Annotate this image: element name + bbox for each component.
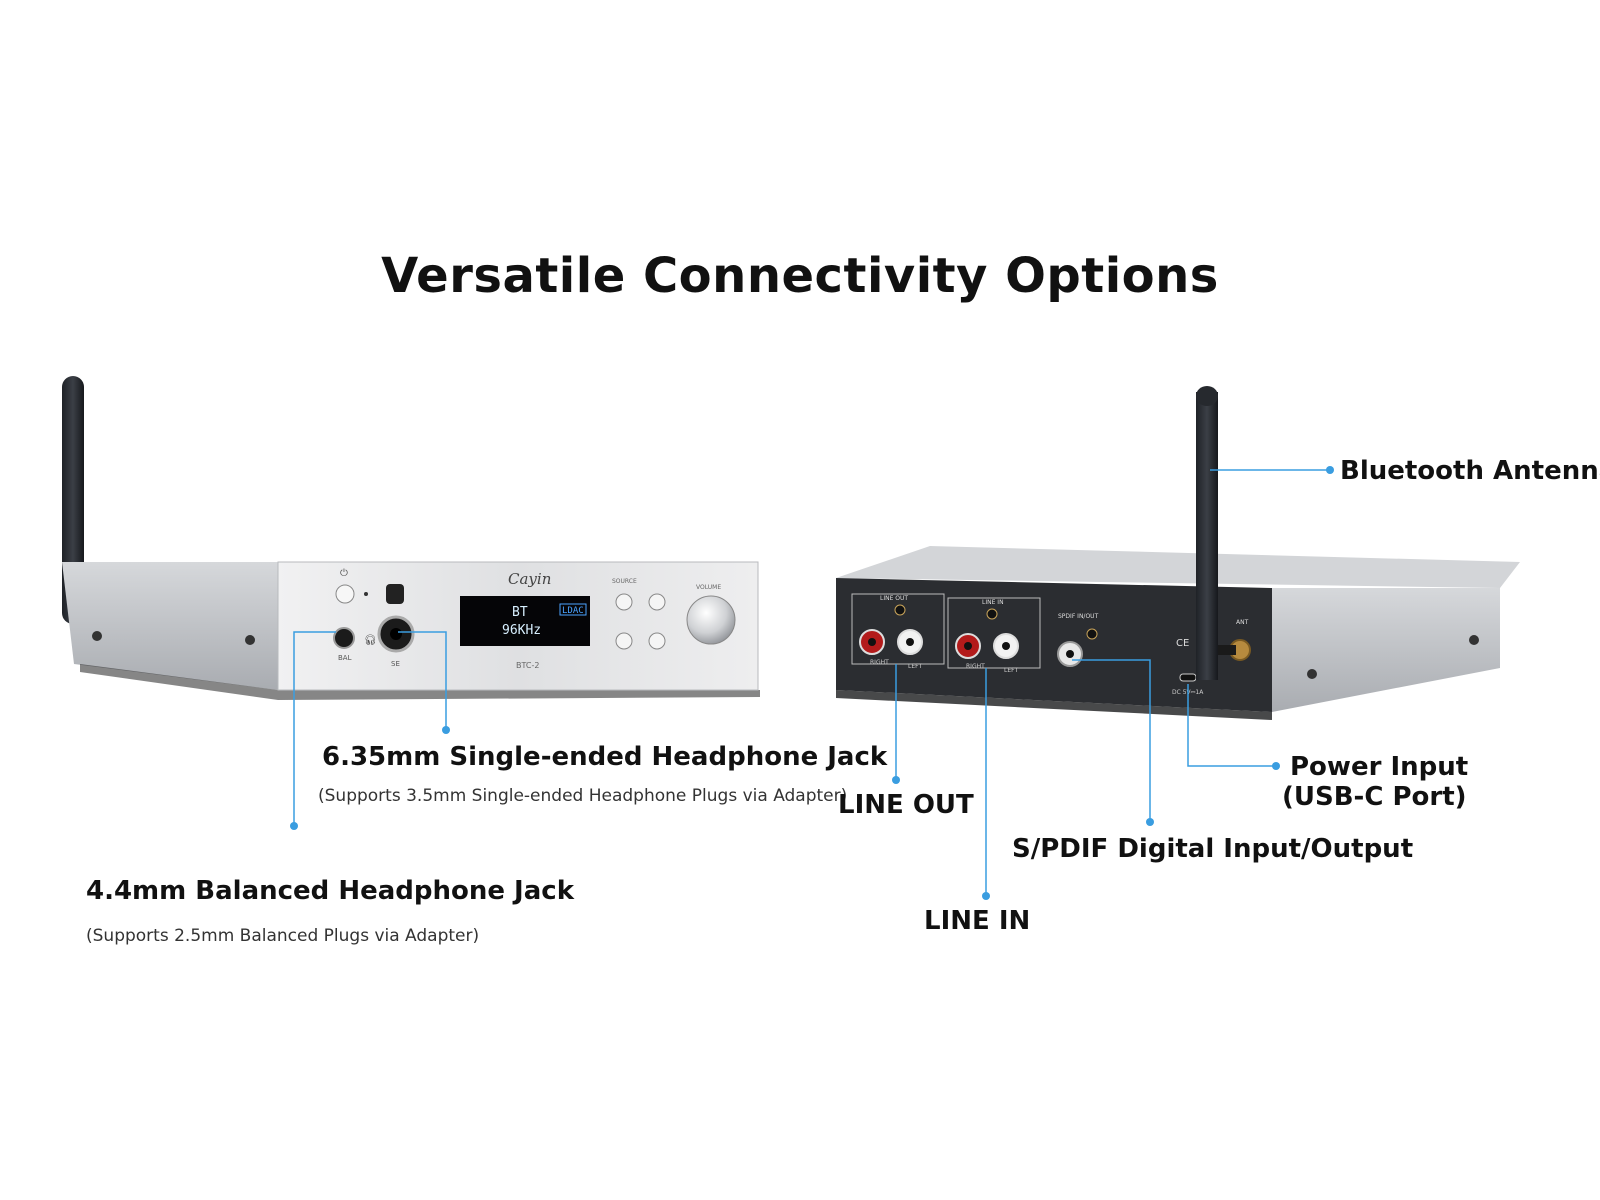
ant-label: ANT [1236,619,1249,626]
spdif-callout-label: S/PDIF Digital Input/Output [1012,834,1414,864]
se-jack-callout-line [398,631,447,730]
prev-button[interactable] [615,632,633,650]
next-button[interactable] [648,632,666,650]
svg-text:⏻: ⏻ [340,568,348,579]
line-in-right-label: RIGHT [966,663,985,670]
callout-lines [293,469,1330,896]
line-out-right-label: RIGHT [870,659,889,666]
source-button[interactable] [615,593,633,611]
power-button[interactable] [335,584,355,604]
volume-label: VOLUME [696,584,721,591]
rear-chassis-side [1272,588,1500,712]
headphone-icon: 🎧︎ [364,634,377,646]
rear-device: LINE OUT RIGHT LEFT LINE IN RIGHT LEFT S… [836,386,1520,720]
rear-panel [836,578,1272,712]
volume-knob[interactable] [686,595,736,645]
usb-c-port[interactable] [1179,673,1197,682]
display-rate: 96KHz [502,623,541,638]
line-in-callout-label: LINE IN [924,906,1031,936]
rear-line-in-label: LINE IN [982,599,1004,606]
power-callout-label: Power Input [1290,752,1469,782]
page-title: Versatile Connectivity Options [381,248,1219,304]
power-callout-label-port: (USB-C Port) [1282,782,1467,812]
display-ldac-badge: LDAC [562,606,584,616]
bal-jack-callout-line [293,631,336,826]
se-jack-callout-label: 6.35mm Single-ended Headphone Jack [322,742,888,772]
ce-mark: CE [1176,638,1189,649]
power-callout-line [1187,684,1276,767]
model-label: BTC-2 [516,661,539,670]
front-chassis-side [62,562,278,690]
line-in-left-label: LEFT [1004,667,1018,674]
rear-spdif-label: SPDIF IN/OUT [1058,613,1099,620]
line-out-callout-label: LINE OUT [838,790,974,820]
play-pause-button[interactable] [648,593,666,611]
bal-jack-label: BAL [338,654,352,662]
bluetooth-callout-label: Bluetooth Antenna [1340,456,1600,486]
se-jack-callout-note: (Supports 3.5mm Single-ended Headphone P… [318,786,848,806]
callout-dots [290,466,1334,900]
bal-jack-callout-label: 4.4mm Balanced Headphone Jack [86,876,574,906]
front-device: ⏻ BAL 🎧︎ SE Cayin BT 96KHz LDAC BTC-2 SO… [62,376,760,700]
bal-jack[interactable] [333,627,355,649]
rear-line-out-label: LINE OUT [880,595,908,602]
ir-window [386,584,404,604]
line-out-left-label: LEFT [908,663,922,670]
brand-logo: Cayin [508,570,551,588]
rear-antenna [1196,392,1218,680]
display-source: BT [512,605,528,620]
source-label: SOURCE [612,578,637,585]
bal-jack-callout-note: (Supports 2.5mm Balanced Plugs via Adapt… [86,926,480,946]
spdif-callout-line [1072,659,1151,822]
rear-chassis-top [836,546,1520,588]
se-jack-label: SE [391,660,400,668]
